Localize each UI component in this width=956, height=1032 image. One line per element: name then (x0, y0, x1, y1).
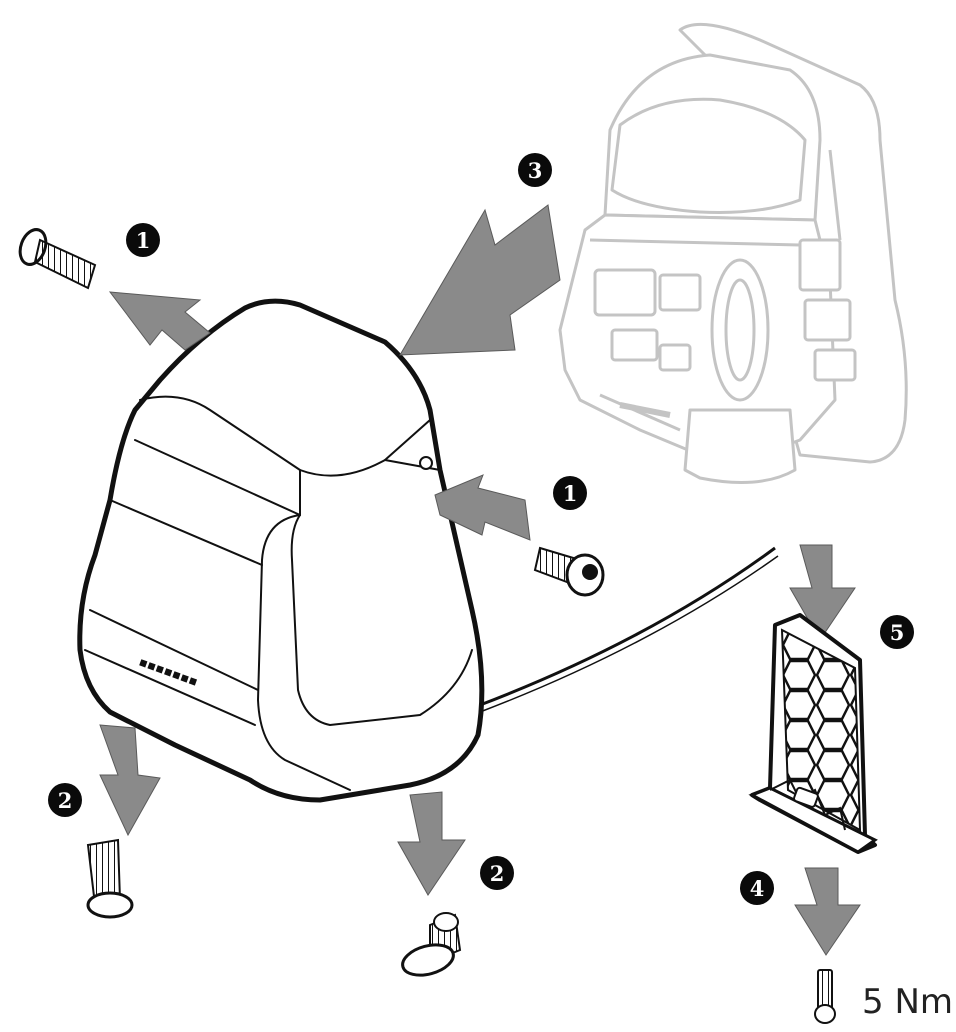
torque-label: 5 Nm (862, 982, 953, 1022)
step-number-4: 4 (750, 876, 765, 901)
screw-icon (533, 546, 605, 597)
sensor-cable (479, 546, 776, 707)
arrow-step-2b (397, 791, 466, 896)
screw-icon (86, 838, 134, 919)
step-badge: 5 (880, 615, 914, 649)
step-badge: 2 (480, 856, 514, 890)
screw-icon (401, 912, 462, 977)
screw-icon (18, 228, 97, 290)
step-badge: 3 (518, 153, 552, 187)
arrow-step-1a (108, 291, 211, 351)
step-badge: 1 (553, 476, 587, 510)
arrow-step-2a (99, 724, 161, 837)
step-badge: 1 (126, 223, 160, 257)
step-badge: 4 (740, 871, 774, 905)
arrow-step-4 (794, 867, 861, 956)
motor-cover: ▪▪▪▪▪▪▪ (77, 298, 485, 803)
motor-unit (558, 22, 908, 484)
arrow-step-5 (789, 544, 856, 641)
step-number-3: 3 (528, 158, 543, 183)
screw-icon (814, 969, 836, 1024)
fixing-plate (748, 613, 878, 854)
step-badge: 2 (48, 783, 82, 817)
arrow-icon (99, 204, 861, 956)
arrow-step-3 (399, 204, 561, 356)
step-number-2b: 2 (490, 861, 505, 886)
step-number-1b: 1 (563, 481, 578, 506)
step-number-2a: 2 (58, 788, 73, 813)
step-number-5: 5 (890, 620, 905, 645)
step-number-1a: 1 (136, 228, 151, 253)
arrow-step-1b (434, 474, 531, 541)
